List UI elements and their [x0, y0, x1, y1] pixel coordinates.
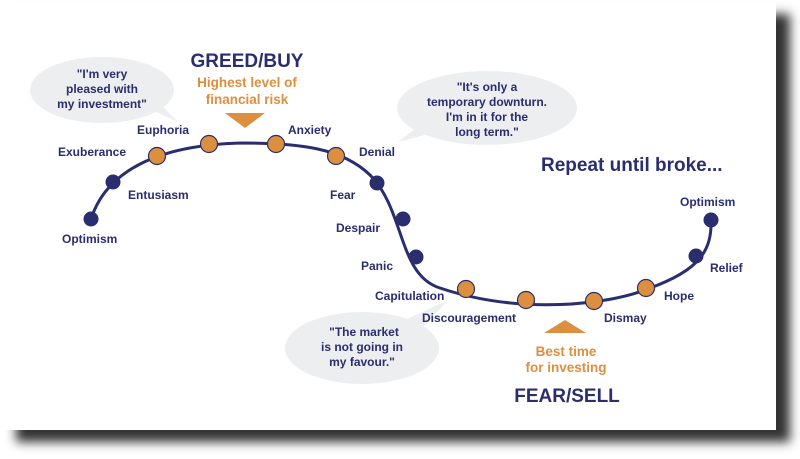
- stage-dismay: Dismay: [584, 291, 647, 325]
- bubble-fear-line-3: my favour.": [329, 355, 395, 369]
- stage-dot: [688, 248, 704, 264]
- stage-dot: [266, 134, 286, 154]
- stage-exuberance: Exuberance: [58, 145, 167, 166]
- bubble-greed-line-2: pleased with: [66, 82, 138, 96]
- stage-optimism-end: Optimism: [680, 195, 735, 228]
- bubble-denial-line-1: "It's only a: [457, 80, 518, 94]
- stage-capitulation: Capitulation: [375, 279, 476, 303]
- stage-dot: [456, 279, 476, 299]
- bubble-fear-line-2: is not going in: [321, 340, 403, 354]
- stage-label: Dismay: [604, 311, 647, 325]
- stage-label: Optimism: [680, 195, 735, 209]
- stage-dot: [584, 291, 604, 311]
- fear-subtitle-line-2: for investing: [525, 360, 606, 375]
- arrow-down-icon: [225, 113, 265, 128]
- stage-label: Euphoria: [137, 123, 189, 137]
- stage-dot: [105, 174, 121, 190]
- stage-euphoria: Euphoria: [137, 123, 219, 154]
- stage-dot: [408, 249, 424, 265]
- stage-dot: [147, 146, 167, 166]
- stage-label: Capitulation: [375, 289, 444, 303]
- stage-denial: Denial: [326, 145, 395, 166]
- stage-anxiety: Anxiety: [266, 123, 332, 154]
- speech-bubble-fear: "The market is not going in my favour.": [285, 300, 448, 384]
- bubble-denial-line-4: long term.": [455, 125, 519, 139]
- bubble-greed-line-3: my investment": [57, 97, 147, 111]
- stage-hope: Hope: [636, 278, 694, 303]
- stage-fear: Fear: [330, 175, 385, 202]
- stage-discouragement: Discouragement: [422, 290, 536, 325]
- bubble-denial-line-2: temporary downturn.: [427, 95, 547, 109]
- stage-dot: [326, 146, 346, 166]
- stage-dot: [83, 211, 99, 227]
- stage-dot: [395, 211, 411, 227]
- fear-subtitle-line-1: Best time: [536, 344, 597, 359]
- stage-label: Entusiasm: [128, 188, 189, 202]
- stage-label: Panic: [361, 259, 393, 273]
- stage-dot: [516, 290, 536, 310]
- stage-dot: [199, 134, 219, 154]
- stage-label: Denial: [359, 145, 395, 159]
- bubble-denial-line-3: I'm in it for the: [446, 110, 529, 124]
- stage-label: Discouragement: [422, 311, 516, 325]
- arrow-up-icon: [544, 320, 586, 333]
- greed-buy-title: GREED/BUY: [191, 51, 304, 72]
- stage-entusiasm: Entusiasm: [105, 174, 189, 202]
- bubble-greed-line-1: "I'm very: [77, 67, 128, 81]
- stage-label: Optimism: [62, 232, 117, 246]
- stage-dot: [636, 278, 656, 298]
- stage-label: Anxiety: [288, 123, 332, 137]
- greed-subtitle-line-2: financial risk: [206, 92, 289, 107]
- repeat-caption: Repeat until broke...: [541, 155, 723, 176]
- stage-label: Exuberance: [58, 145, 126, 159]
- stage-label: Hope: [664, 289, 694, 303]
- speech-bubble-greed: "I'm very pleased with my investment": [30, 57, 178, 123]
- stage-despair: Despair: [336, 211, 411, 235]
- stage-label: Fear: [330, 188, 356, 202]
- fear-sell-title: FEAR/SELL: [514, 386, 620, 407]
- greed-subtitle-line-1: Highest level of: [197, 75, 297, 90]
- stage-dot: [369, 175, 385, 191]
- stage-label: Despair: [336, 221, 380, 235]
- stage-panic: Panic: [361, 249, 424, 273]
- stage-relief: Relief: [688, 248, 744, 275]
- stage-dot: [703, 212, 719, 228]
- stage-optimism-start: Optimism: [62, 211, 117, 246]
- stage-label: Relief: [710, 261, 744, 275]
- bubble-fear-line-1: "The market: [329, 325, 399, 339]
- speech-bubble-denial: "It's only a temporary downturn. I'm in …: [397, 71, 577, 145]
